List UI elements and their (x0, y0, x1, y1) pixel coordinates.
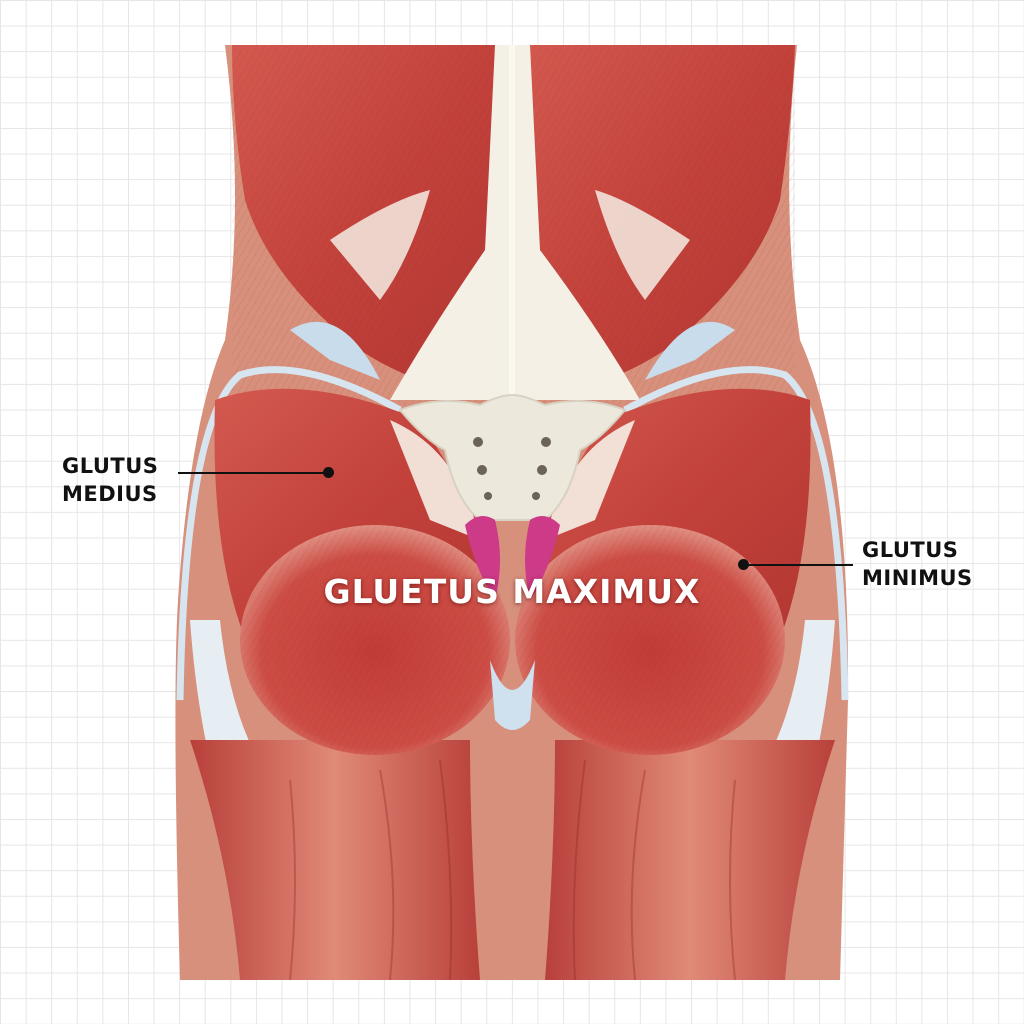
label-line-1: GLUTUS (862, 538, 959, 562)
left-fascia (290, 321, 380, 380)
right-thigh (545, 740, 835, 980)
iliac-crest-left (176, 366, 402, 701)
leader-dot-minimus (738, 559, 749, 570)
label-line-2: MINIMUS (862, 566, 973, 590)
sacral-foramina (473, 437, 551, 500)
leader-line-medius (178, 472, 328, 474)
label-gluteus-maximus: GLUETUS MAXIMUX (323, 572, 701, 611)
right-fascia (645, 321, 735, 380)
label-gluteus-minimus: GLUTUS MINIMUS (862, 536, 973, 592)
leader-dot-medius (323, 467, 334, 478)
coccyx-left (465, 516, 500, 600)
label-line-2: MEDIUS (62, 482, 158, 506)
sacrum-bone (398, 393, 627, 521)
leader-line-minimus (745, 564, 853, 566)
label-line-1: GLUTUS (62, 454, 159, 478)
coccyx-right (525, 516, 560, 600)
label-gluteus-medius: GLUTUS MEDIUS (62, 452, 158, 508)
left-thigh (190, 740, 480, 980)
